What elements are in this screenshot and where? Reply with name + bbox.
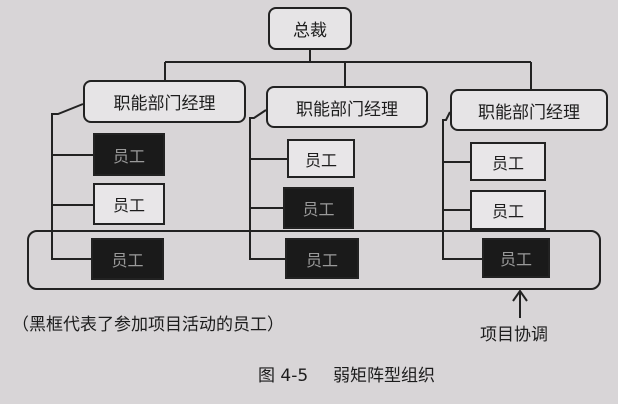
employee-label: 员工	[491, 153, 524, 173]
employee-label: 员工	[112, 146, 145, 166]
employee-label: 员工	[111, 251, 144, 270]
employee-box: 员工	[470, 142, 546, 181]
employee-box: 员工	[93, 183, 165, 225]
manager-label: 职能部门经理	[296, 99, 398, 120]
figure-number: 图 4-5	[258, 366, 309, 386]
manager-box: 职能部门经理	[83, 80, 246, 123]
employee-label: 员工	[112, 196, 145, 215]
manager-box: 职能部门经理	[450, 89, 608, 131]
manager-box: 职能部门经理	[266, 86, 428, 128]
employee-label: 员工	[304, 150, 337, 170]
employee-label: 员工	[491, 202, 524, 221]
manager-label: 职能部门经理	[478, 102, 580, 123]
employee-box-project: 员工	[482, 238, 550, 278]
employee-box-project: 员工	[285, 238, 359, 279]
ceo-label: 总裁	[293, 21, 327, 41]
legend-note: （黑框代表了参加项目活动的员工）	[12, 315, 284, 335]
employee-label: 员工	[302, 200, 335, 219]
figure-title: 弱矩阵型组织	[332, 366, 435, 386]
manager-label: 职能部门经理	[113, 94, 216, 114]
project-coordination-frame	[27, 230, 601, 290]
ceo-box: 总裁	[268, 7, 352, 50]
coordination-label: 项目协调	[480, 325, 548, 345]
employee-box-project: 员工	[91, 238, 164, 280]
employee-label: 员工	[499, 250, 532, 269]
arrow-up-icon	[512, 289, 528, 302]
employee-box: 员工	[287, 139, 355, 178]
employee-box-project: 员工	[283, 187, 354, 229]
employee-label: 员工	[305, 250, 338, 270]
figure-caption: 图 4-5 弱矩阵型组织	[258, 361, 435, 386]
employee-box-project: 员工	[93, 133, 165, 176]
employee-box: 员工	[470, 190, 546, 230]
